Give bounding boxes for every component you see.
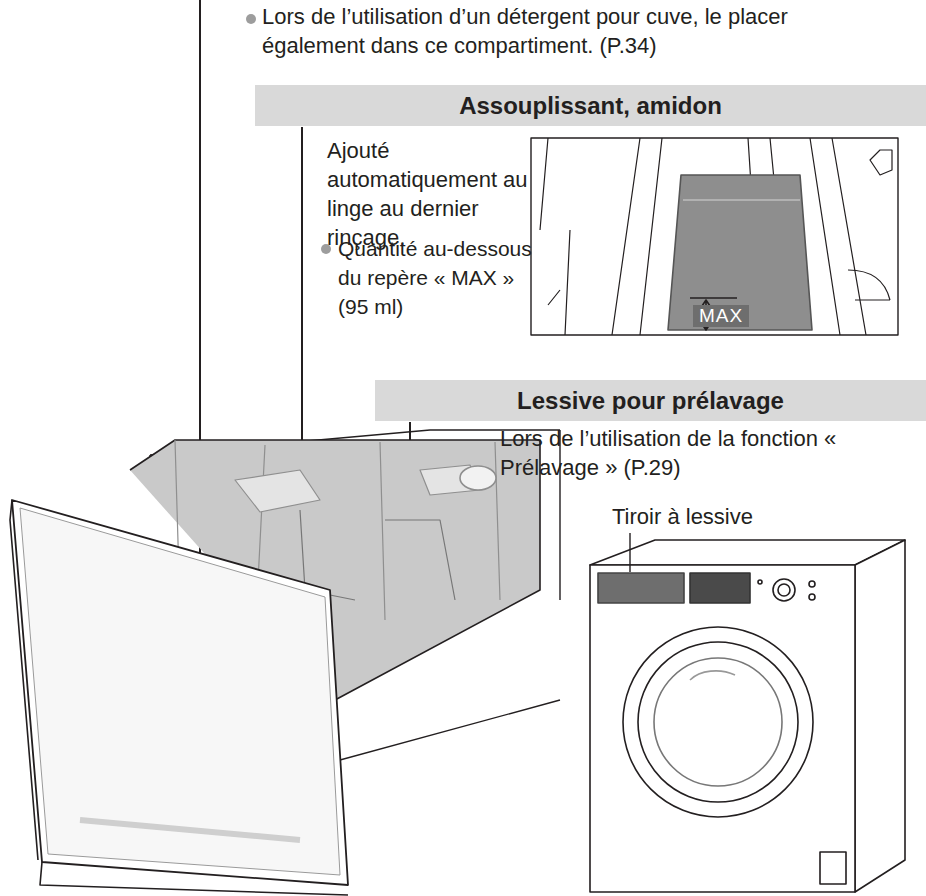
description-text: Ajouté automatiquement au linge au derni… bbox=[327, 136, 532, 252]
description-text: Lors de l’utilisation de la fonction « P… bbox=[500, 424, 890, 482]
note-text: Quantité au-dessous du repère « MAX » (9… bbox=[338, 234, 533, 321]
band-heading: Lessive pour prélavage bbox=[517, 387, 784, 415]
note-text: Lors de l’utilisation d’un détergent pou… bbox=[262, 2, 847, 60]
band-heading: Assouplissant, amidon bbox=[459, 92, 722, 120]
header-band: Assouplissant, amidon bbox=[255, 85, 926, 126]
header-band: Lessive pour prélavage bbox=[375, 380, 926, 421]
max-mark: MAX bbox=[693, 305, 749, 327]
part-name: Tiroir à lessive bbox=[612, 502, 753, 531]
